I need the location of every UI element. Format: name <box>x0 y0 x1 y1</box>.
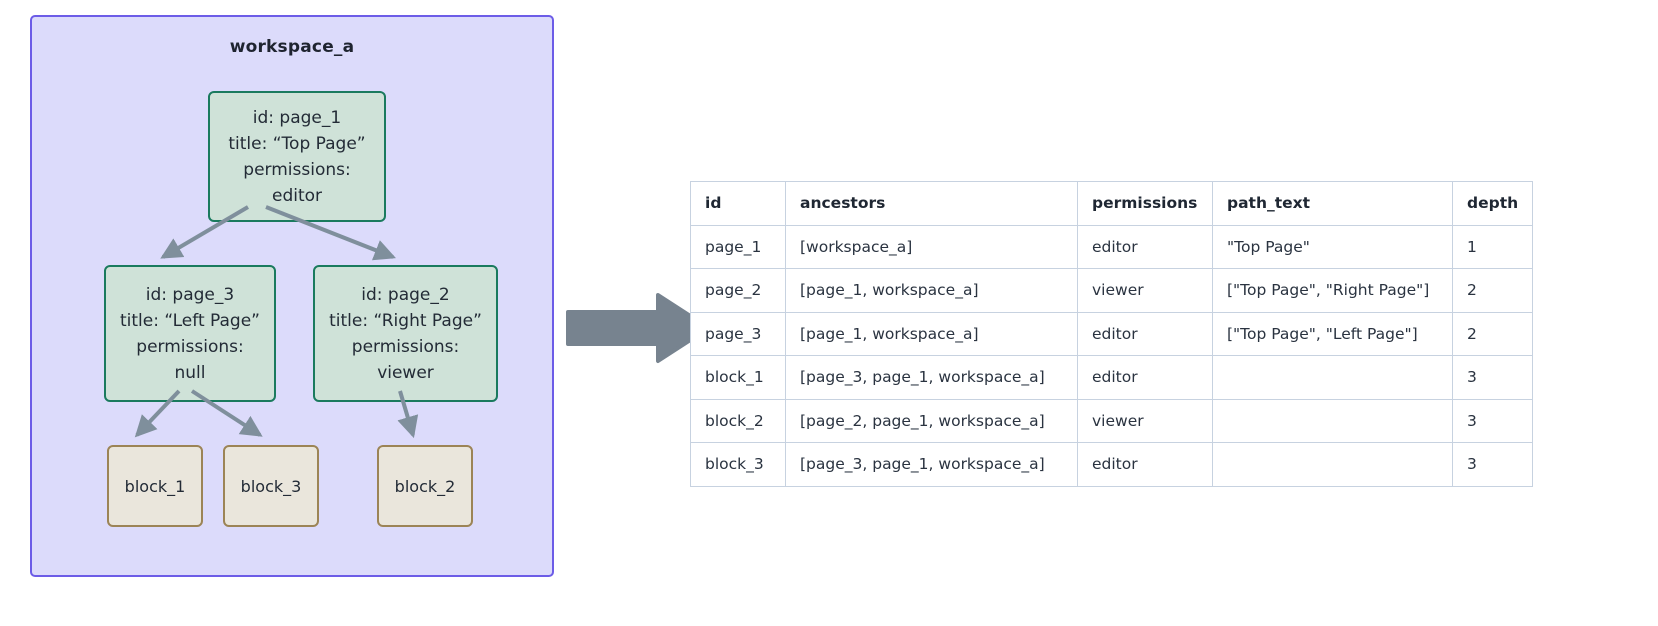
column-header-ancestors[interactable]: ancestors <box>785 181 1078 226</box>
node-line: block_2 <box>394 476 456 496</box>
cell-path_text <box>1212 442 1453 487</box>
cell-path_text: ["Top Page", "Right Page"] <box>1212 268 1453 313</box>
node-line: viewer <box>377 362 434 383</box>
cell-ancestors: [page_1, workspace_a] <box>785 268 1078 313</box>
node-line: id: page_1 <box>252 107 342 128</box>
transition-arrow-icon <box>566 293 711 363</box>
graph-node-block_1[interactable]: block_1 <box>107 445 203 527</box>
cell-id: page_3 <box>690 311 786 356</box>
cell-permissions: viewer <box>1077 398 1213 443</box>
cell-id: block_3 <box>690 442 786 487</box>
cell-ancestors: [page_1, workspace_a] <box>785 311 1078 356</box>
cell-depth: 2 <box>1451 268 1534 313</box>
table-row[interactable]: block_2 [page_2, page_1, workspace_a] vi… <box>690 398 1534 443</box>
cell-permissions: viewer <box>1077 268 1213 313</box>
graph-node-page_1[interactable]: id: page_1 title: “Top Page” permissions… <box>208 91 386 222</box>
cell-depth: 3 <box>1451 398 1534 443</box>
table-row[interactable]: block_3 [page_3, page_1, workspace_a] ed… <box>690 442 1534 487</box>
table-header-row: id ancestors permissions path_text depth <box>690 181 1534 226</box>
cell-path_text: "Top Page" <box>1212 224 1453 269</box>
node-line: permissions: <box>351 336 460 357</box>
cell-depth: 3 <box>1451 355 1534 400</box>
cell-permissions: editor <box>1077 311 1213 356</box>
node-line: title: “Left Page” <box>119 310 260 331</box>
cell-path_text <box>1212 398 1453 443</box>
column-header-permissions[interactable]: permissions <box>1077 181 1213 226</box>
cell-id: block_2 <box>690 398 786 443</box>
column-header-path_text[interactable]: path_text <box>1212 181 1453 226</box>
graph-node-page_3[interactable]: id: page_3 title: “Left Page” permission… <box>104 265 276 402</box>
node-line: editor <box>271 185 323 206</box>
node-line: permissions: <box>136 336 244 357</box>
graph-node-page_2[interactable]: id: page_2 title: “Right Page” permissio… <box>313 265 498 402</box>
cell-depth: 2 <box>1451 311 1534 356</box>
cell-id: page_2 <box>690 268 786 313</box>
cell-path_text: ["Top Page", "Left Page"] <box>1212 311 1453 356</box>
table-row[interactable]: page_2 [page_1, workspace_a] viewer ["To… <box>690 268 1534 313</box>
cell-id: page_1 <box>690 224 786 269</box>
table-row[interactable]: page_3 [page_1, workspace_a] editor ["To… <box>690 311 1534 356</box>
column-header-depth[interactable]: depth <box>1451 181 1534 226</box>
node-line: block_1 <box>124 476 186 496</box>
cell-ancestors: [page_3, page_1, workspace_a] <box>785 442 1078 487</box>
cell-depth: 3 <box>1451 442 1534 487</box>
node-line: null <box>174 362 206 383</box>
result-table: id ancestors permissions path_text depth… <box>690 181 1534 487</box>
node-line: title: “Top Page” <box>228 133 366 154</box>
graph-node-block_3[interactable]: block_3 <box>223 445 319 527</box>
table-row[interactable]: block_1 [page_3, page_1, workspace_a] ed… <box>690 355 1534 400</box>
node-line: title: “Right Page” <box>329 310 482 331</box>
cell-id: block_1 <box>690 355 786 400</box>
cell-permissions: editor <box>1077 355 1213 400</box>
cell-ancestors: [workspace_a] <box>785 224 1078 269</box>
cell-permissions: editor <box>1077 224 1213 269</box>
node-line: block_3 <box>240 476 302 496</box>
column-header-id[interactable]: id <box>690 181 786 226</box>
node-line: permissions: <box>243 159 351 180</box>
node-line: id: page_3 <box>145 284 235 305</box>
node-line: id: page_2 <box>361 284 450 305</box>
table-row[interactable]: page_1 [workspace_a] editor "Top Page" 1 <box>690 224 1534 269</box>
workspace-title: workspace_a <box>229 37 355 57</box>
cell-permissions: editor <box>1077 442 1213 487</box>
cell-depth: 1 <box>1451 224 1534 269</box>
cell-ancestors: [page_2, page_1, workspace_a] <box>785 398 1078 443</box>
graph-node-block_2[interactable]: block_2 <box>377 445 473 527</box>
cell-ancestors: [page_3, page_1, workspace_a] <box>785 355 1078 400</box>
cell-path_text <box>1212 355 1453 400</box>
workspace-container: workspace_a id: page_1 title: “Top Page”… <box>30 15 554 577</box>
